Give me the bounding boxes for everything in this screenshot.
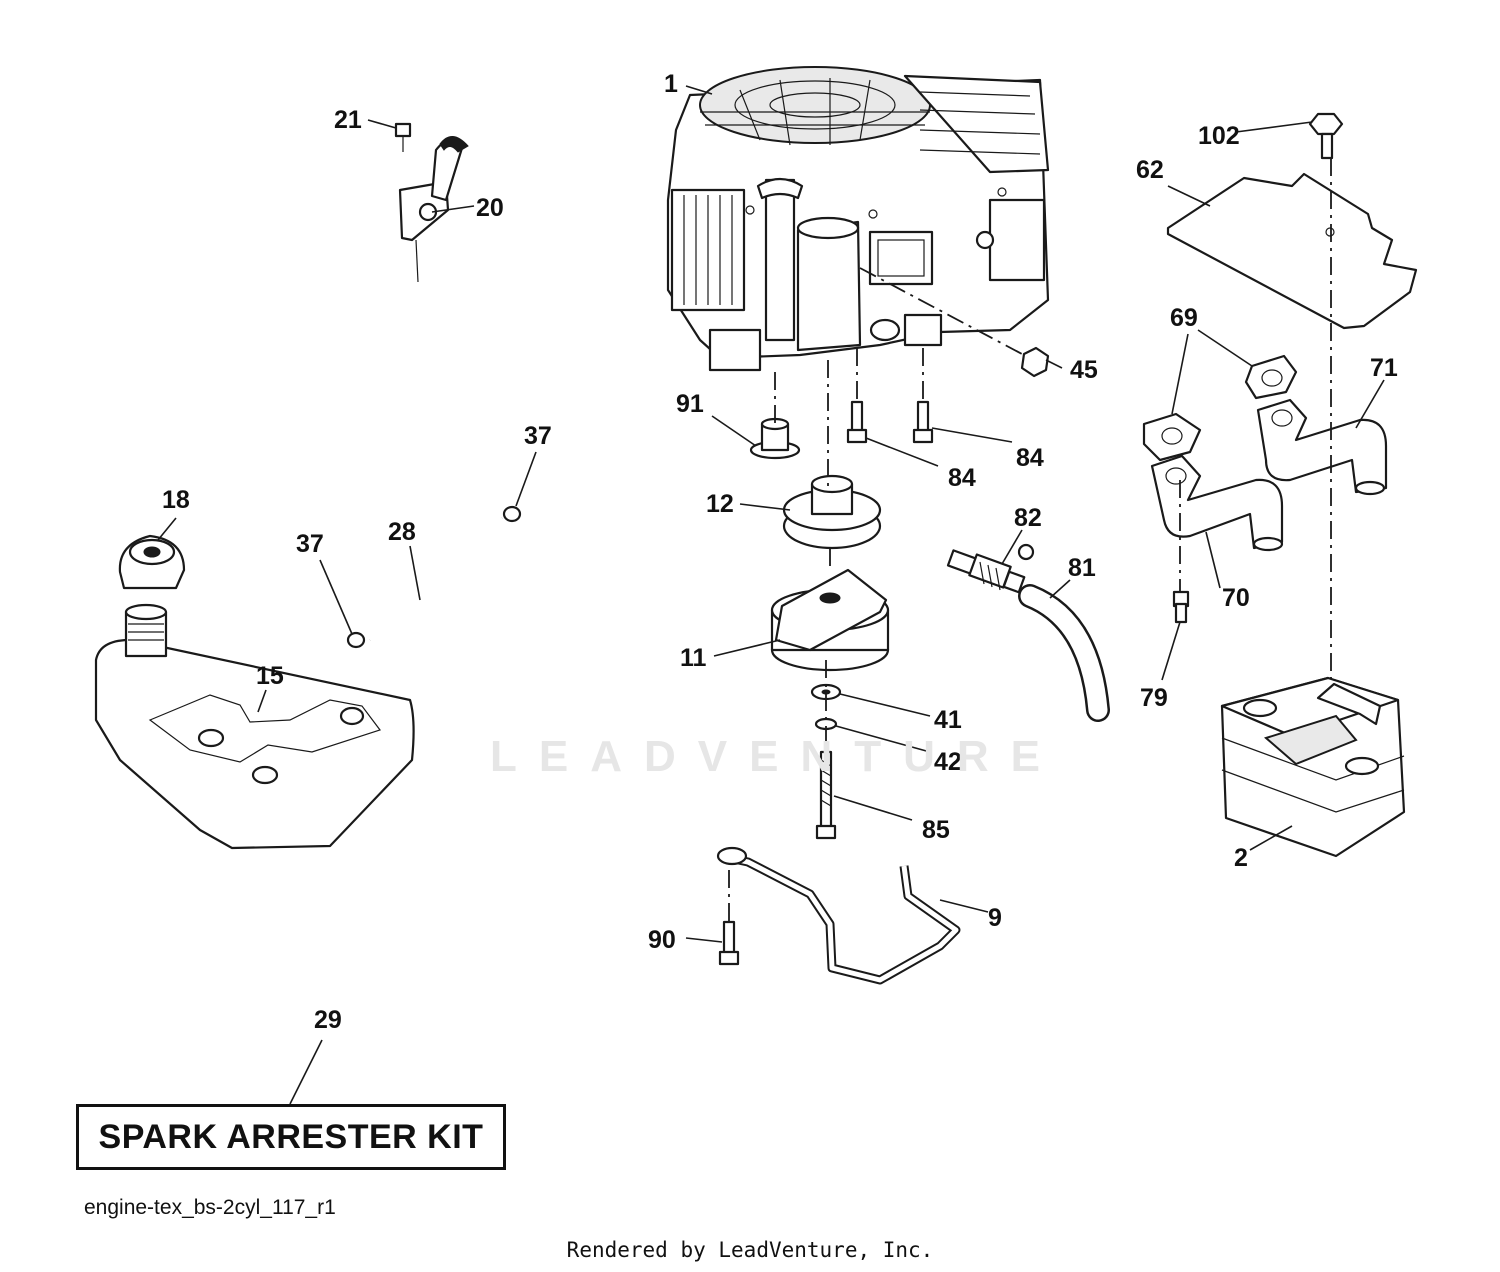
pto-clutch-part[interactable] [770,568,890,672]
callout-18: 18 [162,486,190,514]
fuel-cap-part[interactable] [118,534,186,590]
callout-79: 79 [1140,684,1168,712]
callout-1: 1 [664,70,678,98]
hose-clamp-part-37b[interactable] [346,631,366,649]
nut-part-45[interactable] [1020,346,1050,378]
callout-69: 69 [1170,304,1198,332]
callout-71: 71 [1370,354,1398,382]
callout-70: 70 [1222,584,1250,612]
callout-20: 20 [476,194,504,222]
diagram-id: engine-tex_bs-2cyl_117_r1 [84,1196,336,1219]
drain-valve-part[interactable] [946,543,1035,594]
callout-41: 41 [934,706,962,734]
gasket-part-69b[interactable] [1142,412,1202,462]
pulley-part[interactable] [782,474,882,550]
callout-85: 85 [922,816,950,844]
assembly-lines [728,158,1332,922]
bolt-part-79[interactable] [1172,590,1190,624]
callout-91: 91 [676,390,704,418]
callout-29: 29 [314,1006,342,1034]
bolt-part-84a[interactable] [846,400,868,444]
callout-42: 42 [934,748,962,776]
footer-credit: Rendered by LeadVenture, Inc. [566,1238,934,1262]
spark-arrester-kit-box[interactable]: SPARK ARRESTER KIT [76,1104,506,1170]
spark-arrester-kit-label: SPARK ARRESTER KIT [98,1117,484,1156]
callout-102: 102 [1198,122,1240,150]
muffler-part[interactable] [1220,676,1406,858]
engine-part[interactable] [666,66,1050,372]
bolt-part-84b[interactable] [912,400,934,444]
bolt-part-90[interactable] [718,920,740,966]
callout-11: 11 [680,644,707,672]
callout-21: 21 [334,106,362,134]
gasket-part-69a[interactable] [1244,354,1298,400]
callout-37-top: 37 [524,422,552,450]
screw-part-21[interactable] [394,122,412,152]
callout-28: 28 [388,518,416,546]
callout-62: 62 [1136,156,1164,184]
screw-part-102[interactable] [1308,112,1344,160]
heat-shield-part[interactable] [1166,172,1418,330]
hose-clamp-part-37a[interactable] [502,505,522,523]
callout-45: 45 [1070,356,1098,384]
callout-2: 2 [1234,844,1248,872]
spacer-part-91[interactable] [749,417,801,460]
fuel-tank-part[interactable] [94,603,415,850]
exhaust-pipe-part-71[interactable] [1256,398,1388,496]
exhaust-pipe-part-70[interactable] [1150,454,1284,552]
callout-37-left: 37 [296,530,324,558]
drain-hose-part[interactable] [1018,584,1110,722]
leader-lines [157,85,1385,1105]
callout-90: 90 [648,926,676,954]
throttle-control-part[interactable] [398,136,469,283]
callout-82: 82 [1014,504,1042,532]
bolt-part-85[interactable] [815,750,837,840]
callout-81: 81 [1068,554,1096,582]
fuel-line-part[interactable] [368,516,504,643]
bracket-part-9[interactable] [716,846,961,985]
callout-12: 12 [706,490,734,518]
callout-9: 9 [988,904,1002,932]
callout-labels: 1 2 9 11 12 15 18 20 21 28 29 37 37 41 4… [162,70,1398,1034]
callout-84-left: 84 [948,464,976,492]
callout-15: 15 [256,662,284,690]
callout-84-right: 84 [1016,444,1044,472]
